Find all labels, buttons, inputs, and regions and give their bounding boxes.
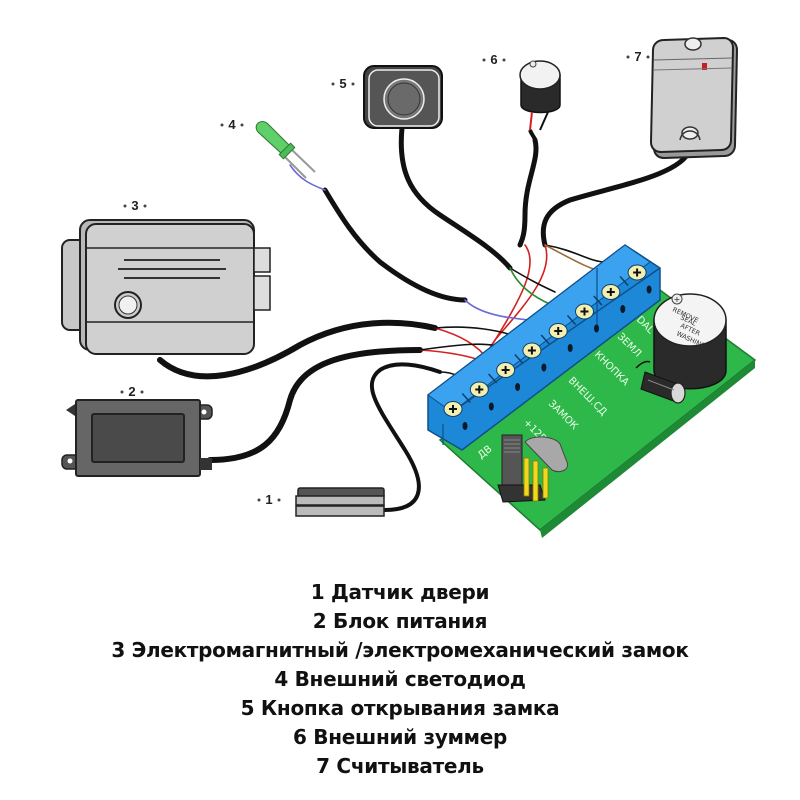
terminal-screw [601, 284, 621, 300]
callout-dot [351, 82, 355, 86]
onboard-buzzer: + REMOVE SEAL AFTER WASHING [653, 293, 727, 390]
terminal-screw [522, 342, 542, 359]
lock-cable [157, 319, 438, 380]
terminal-screw [443, 401, 463, 417]
legend-item-power-supply: 2 Блок питания [312, 609, 488, 633]
callout-dot [120, 390, 124, 394]
terminal-hole [594, 324, 599, 333]
reader-cable [540, 147, 693, 248]
callout-dot [143, 204, 147, 208]
terminal-hole [567, 344, 573, 352]
terminal-hole [620, 305, 626, 313]
terminal-holes [462, 285, 652, 430]
wire-green [509, 267, 553, 306]
legend-item-reader: 7 Считыватель [316, 754, 484, 778]
legend: 1 Датчик двери 2 Блок питания 3 Электром… [0, 578, 800, 781]
terminal-screw [548, 323, 568, 339]
buzzer-cable [517, 137, 539, 248]
terminal-divider [461, 393, 471, 403]
terminal-divider [619, 276, 629, 286]
svg-text:+: + [674, 295, 681, 304]
callout-dot [502, 58, 506, 62]
callout-dot [140, 390, 144, 394]
terminal-screw [496, 362, 516, 378]
terminal-screw [627, 264, 647, 281]
callout-7: 7 [634, 49, 641, 64]
callout-dot [123, 204, 127, 208]
callout-dot [277, 498, 281, 502]
led-wire-blue [289, 164, 326, 191]
jumper-header [497, 434, 569, 503]
terminal-divider [540, 334, 550, 345]
exit-button-cable [398, 125, 513, 271]
callout-dot [240, 123, 244, 127]
callout-2: 2 [128, 384, 135, 399]
terminal-hole [541, 363, 547, 372]
electromechanical-lock [61, 219, 271, 355]
legend-item-led: 4 Внешний светодиод [274, 667, 526, 691]
callout-4: 4 [228, 117, 236, 132]
legend-item-buzzer: 6 Внешний зуммер [293, 725, 507, 749]
callout-5: 5 [339, 76, 346, 91]
external-led [255, 121, 316, 179]
external-buzzer [519, 60, 561, 143]
callout-6: 6 [490, 52, 497, 67]
terminal-hole [646, 285, 652, 294]
callout-3: 3 [131, 198, 138, 213]
callout-dot [331, 82, 335, 86]
door-sensor [295, 487, 385, 517]
power-cable [207, 347, 423, 463]
door-sensor-cable [369, 362, 442, 512]
terminal-divider [514, 354, 524, 364]
terminal-screw [469, 381, 489, 398]
power-supply [61, 399, 213, 477]
terminal-divider [488, 373, 498, 384]
legend-item-exit-button: 5 Кнопка открывания замка [240, 696, 560, 720]
terminal-divider [593, 295, 603, 306]
callout-dot [257, 498, 261, 502]
callout-dot [626, 55, 630, 59]
legend-item-lock: 3 Электромагнитный /электромеханический … [111, 638, 689, 662]
callout-1: 1 [265, 492, 272, 507]
wire-black [509, 267, 556, 293]
terminal-block [427, 244, 661, 451]
callout-dot [482, 58, 486, 62]
wire-blue [464, 299, 529, 321]
terminal-screws [443, 264, 647, 417]
terminal-hole [515, 383, 521, 391]
controller-board: ДВ +12В ЗАМОК ВНЕШ.СД КНОПКА ЗЕМЛ DAL + … [427, 244, 757, 538]
wiring-diagram: 7 6 5 4 [61, 36, 757, 538]
callout-dot [646, 55, 650, 59]
exit-button-device [363, 65, 443, 129]
led-cable [322, 187, 468, 303]
capacitor [635, 360, 686, 404]
legend-item-door-sensor: 1 Датчик двери [310, 580, 490, 604]
callout-dot [220, 123, 224, 127]
reader-device [649, 36, 739, 160]
terminal-hole [462, 422, 468, 430]
terminal-hole [488, 402, 494, 411]
wire-black [544, 244, 606, 263]
terminal-divider [566, 315, 577, 325]
terminal-screw [575, 303, 594, 320]
